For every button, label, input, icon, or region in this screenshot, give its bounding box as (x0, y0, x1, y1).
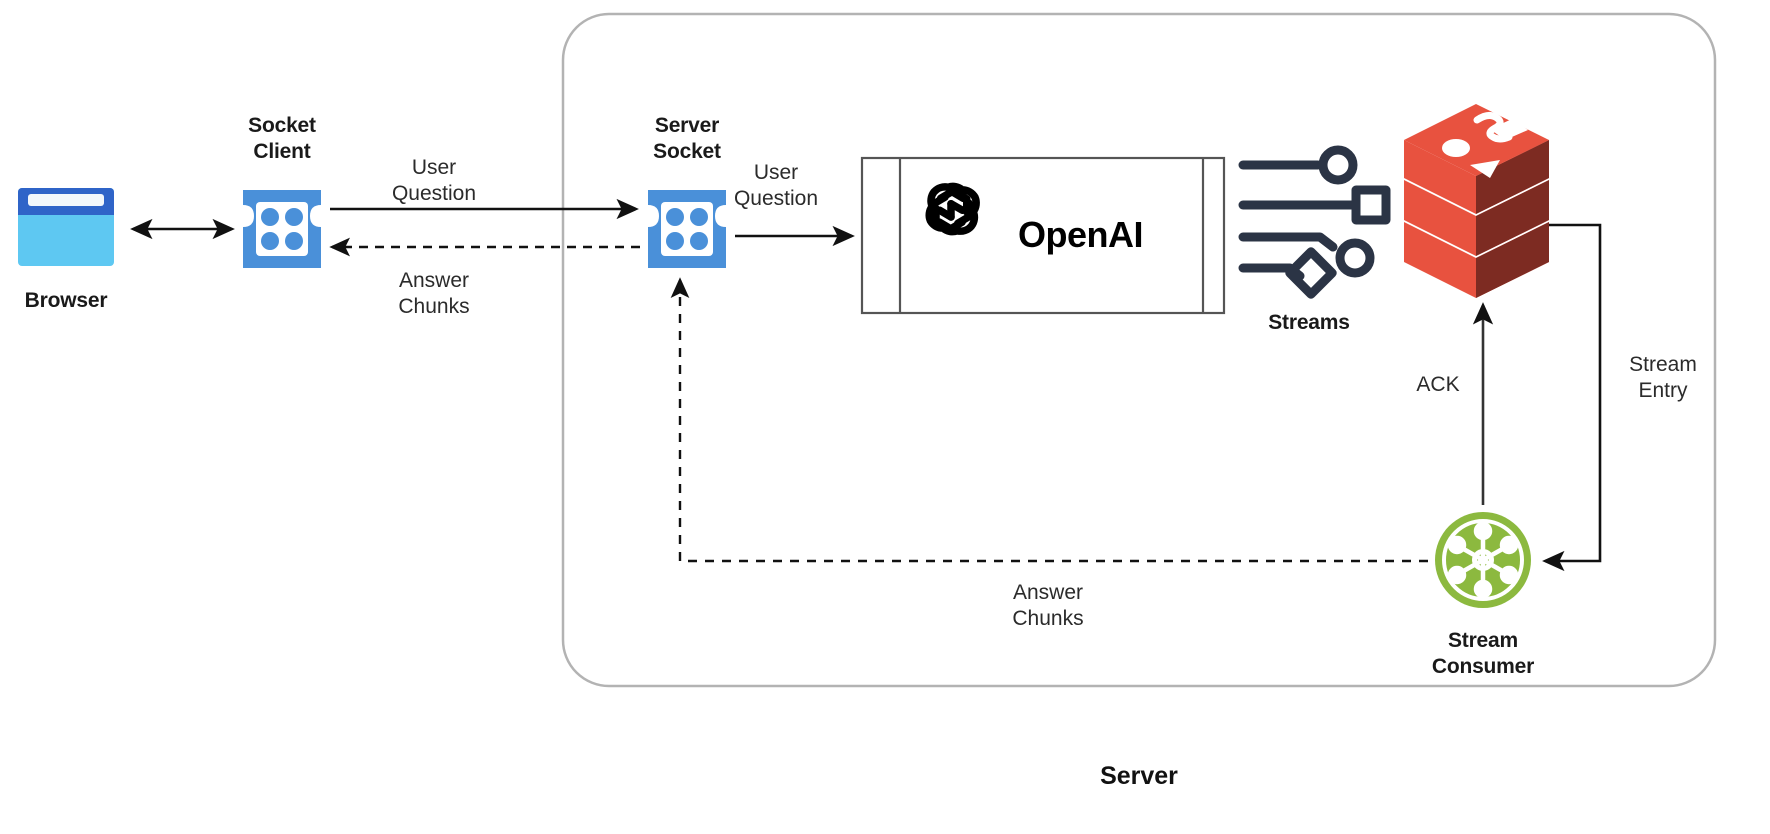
server-socket-label: Server Socket (653, 114, 721, 163)
edge-label-user-question-2: User Question (733, 161, 819, 211)
openai-label: OpenAI (1018, 214, 1144, 255)
streams-branch-icon (1238, 145, 1391, 299)
socket-chip-icon-server (648, 190, 726, 268)
socket-client-label: Socket Client (248, 114, 316, 163)
browser-label: Browser (24, 289, 108, 312)
openai-container-box (860, 156, 1226, 315)
stream-consumer-node-icon (1435, 512, 1531, 608)
edge-answer-chunks-2 (670, 277, 1428, 563)
edge-label-answer-chunks-1: Answer Chunks (398, 269, 470, 319)
redis-cube-icon (1404, 104, 1549, 298)
edge-label-ack: ACK (1416, 373, 1460, 396)
edge-label-user-question-1: User Question (391, 156, 477, 206)
edge-stream-entry (1542, 223, 1602, 572)
edge-label-stream-entry: Stream Entry (1629, 353, 1697, 403)
streams-label: Streams (1268, 311, 1350, 334)
openai-logo-icon (925, 182, 980, 236)
server-boundary-label: Server (1100, 762, 1178, 790)
stream-consumer-label: Stream Consumer (1431, 629, 1535, 678)
server-boundary-rect (561, 12, 1717, 688)
socket-chip-icon-client (243, 190, 321, 268)
edge-label-answer-chunks-2: Answer Chunks (1012, 581, 1084, 631)
browser-window-icon (18, 188, 114, 266)
